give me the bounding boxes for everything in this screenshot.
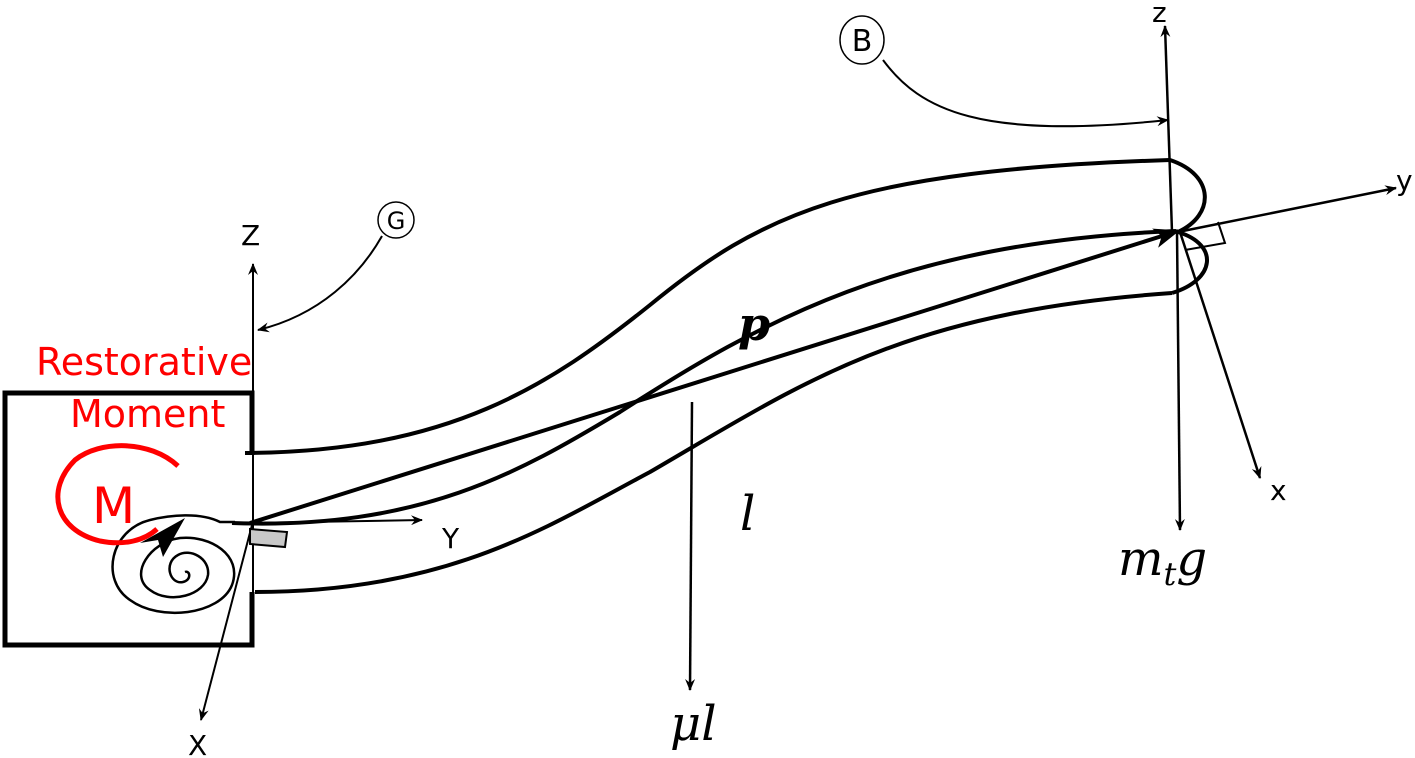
- global-x-label: X: [188, 729, 207, 758]
- restorative-moment-arc: [55, 443, 180, 546]
- global-x-axis: [198, 524, 253, 721]
- beam-upper-edge: [244, 158, 1171, 455]
- tip-weight-sub: t: [1164, 555, 1177, 593]
- tip-weight-label: mtg: [1118, 531, 1207, 593]
- beam-lower-edge: [254, 291, 1173, 594]
- restorative-label: Restorative: [36, 340, 252, 384]
- clamp-block: [249, 527, 289, 549]
- global-y-label: Y: [441, 522, 460, 555]
- body-x-axis: [1178, 231, 1262, 479]
- position-vector-arrow: [249, 228, 1180, 525]
- right-angle-marker: [1184, 221, 1227, 251]
- distributed-weight-label: μl: [670, 696, 717, 752]
- position-vector-label: p: [738, 297, 770, 351]
- frame-b-circle: [839, 15, 885, 65]
- length-label: l: [740, 486, 755, 542]
- global-y-axis: [249, 515, 423, 526]
- moment-symbol: M: [92, 477, 135, 535]
- moment-label: Moment: [70, 392, 225, 436]
- body-x-label: x: [1270, 474, 1287, 507]
- body-z-axis: [1160, 25, 1174, 233]
- frame-g-label: G: [387, 207, 406, 235]
- distributed-weight-arrow: [685, 401, 696, 691]
- body-y-label: y: [1396, 164, 1413, 197]
- tip-weight-arrow: [1174, 231, 1185, 531]
- body-z-label: z: [1152, 0, 1167, 29]
- frame-g-pointer: [257, 235, 383, 333]
- frame-b-pointer: [882, 59, 1169, 128]
- body-y-axis: [1177, 185, 1397, 234]
- spring-arrow-icon: [140, 518, 185, 557]
- frame-b-label: B: [852, 24, 873, 59]
- frame-g-circle: [377, 201, 415, 239]
- global-z-label: Z: [241, 219, 260, 252]
- tip-weight-m: m: [1118, 531, 1164, 587]
- spiral-spring: [111, 514, 236, 615]
- tip-weight-g: g: [1176, 531, 1207, 587]
